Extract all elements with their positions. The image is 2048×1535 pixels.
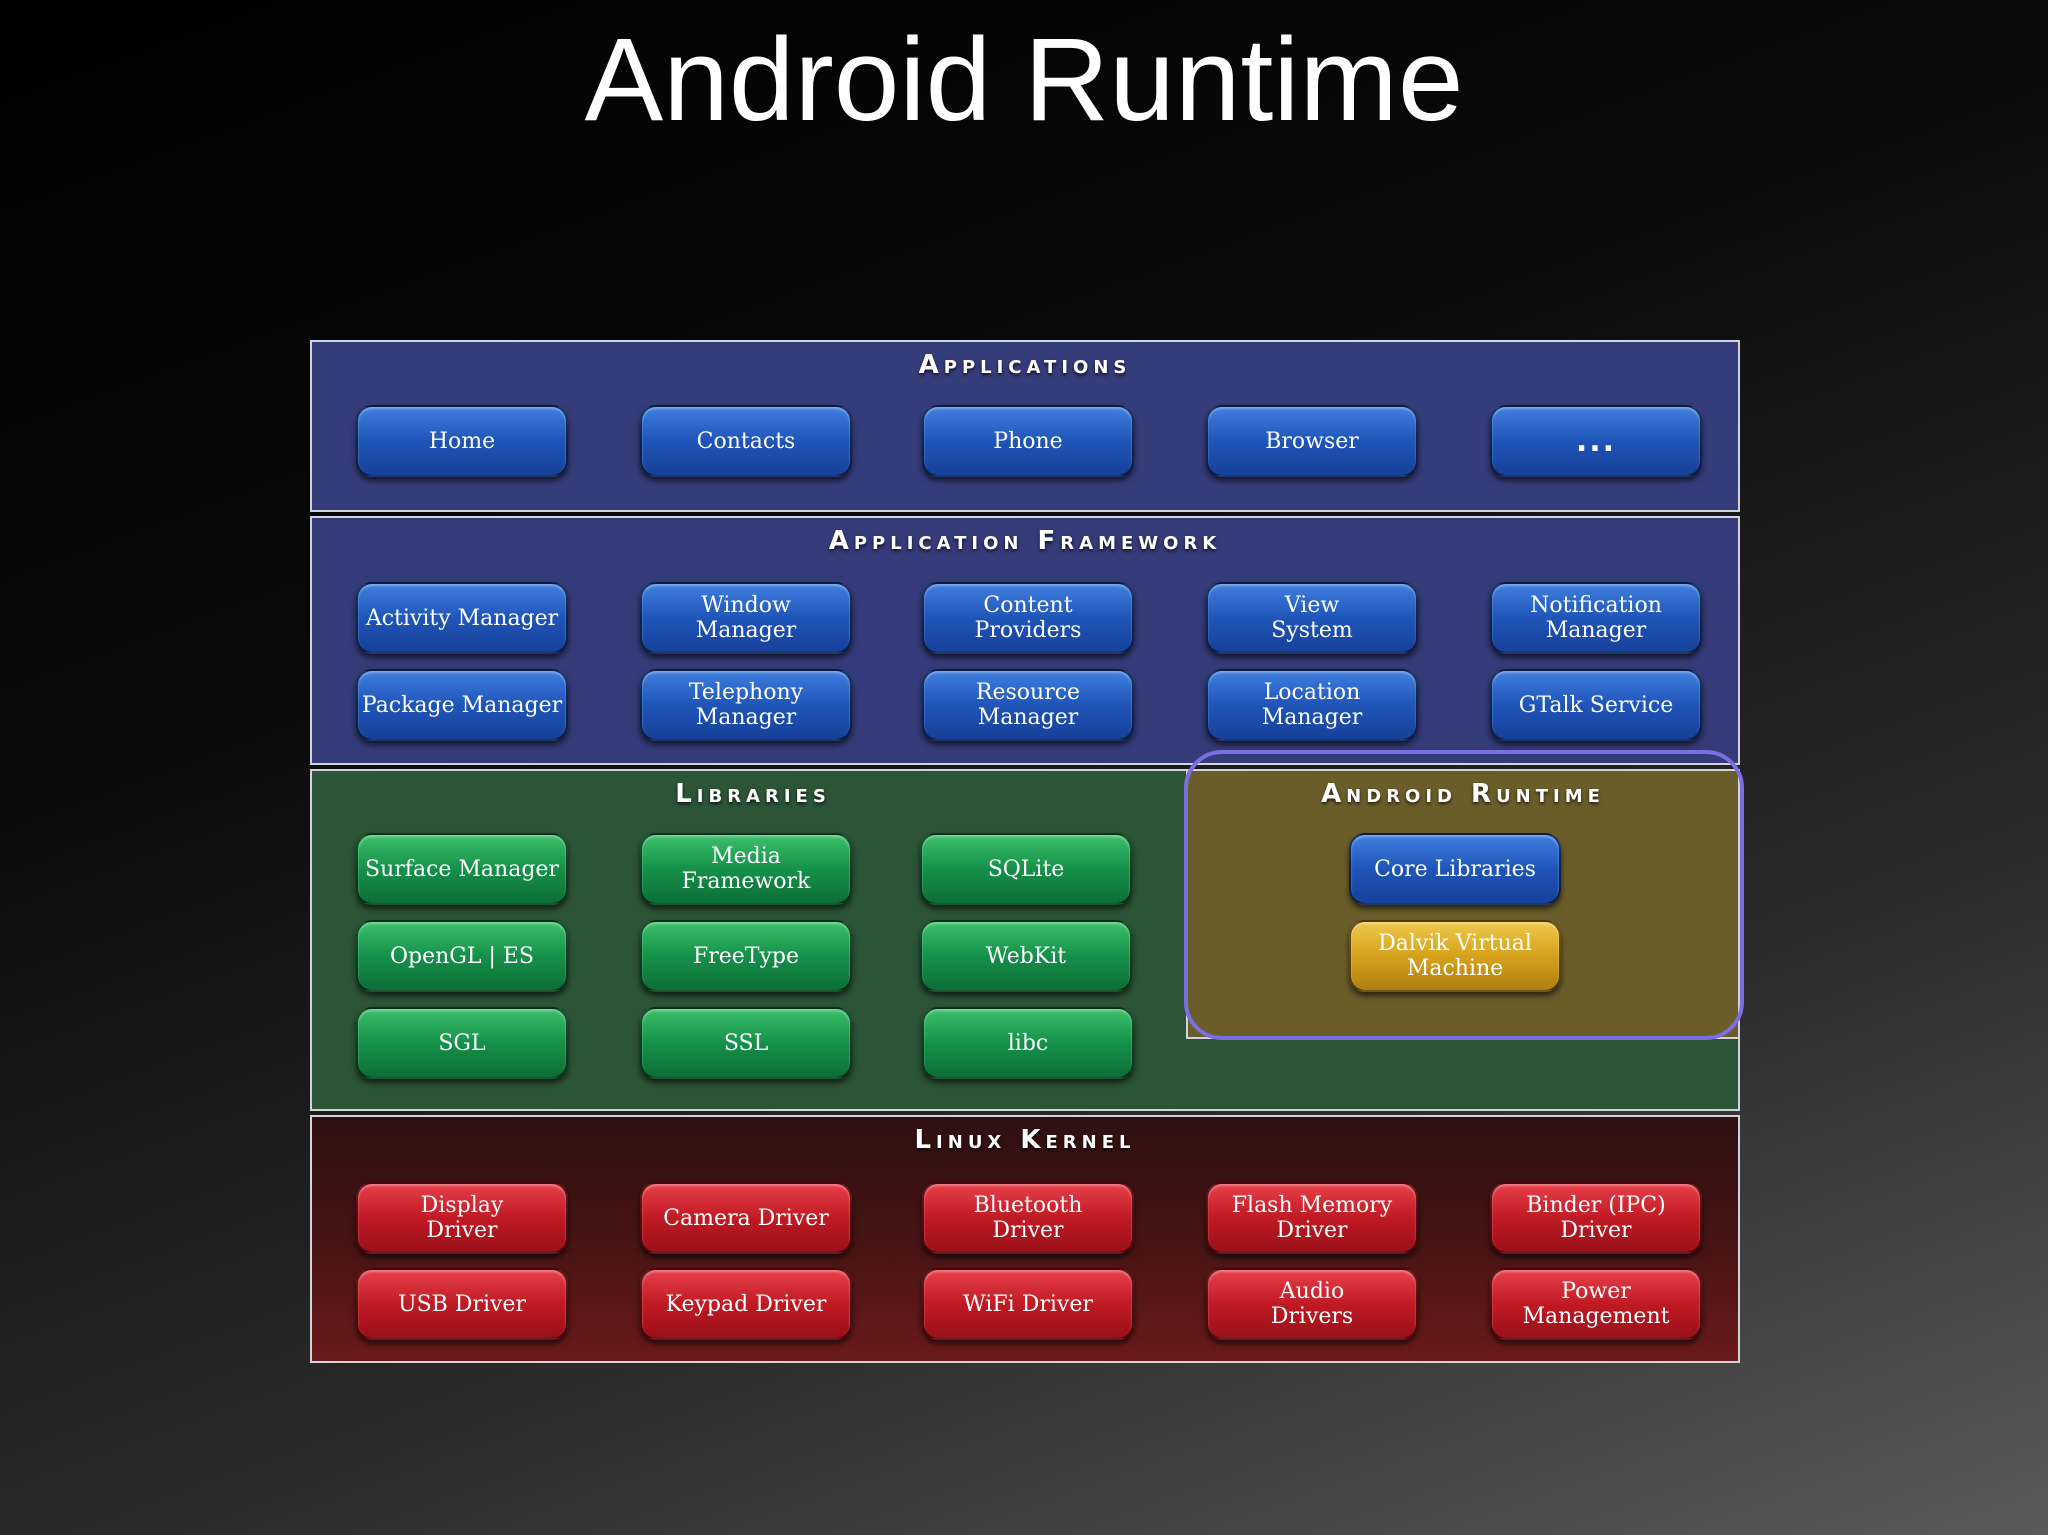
fw-package-manager-box: Package Manager (356, 669, 568, 741)
lib-freetype-box: FreeType (640, 920, 852, 992)
kernel-display-driver-box: Display Driver (356, 1182, 568, 1254)
slide-title: Android Runtime (584, 14, 1464, 146)
app-home-box: Home (356, 405, 568, 477)
android-runtime-layer-title: Android Runtime (1321, 779, 1605, 809)
rt-dalvik-vm-box: Dalvik Virtual Machine (1349, 920, 1561, 992)
kernel-binder-ipc-driver-box: Binder (IPC) Driver (1490, 1182, 1702, 1254)
lib-media-framework-box: Media Framework (640, 833, 852, 905)
kernel-camera-driver-box: Camera Driver (640, 1182, 852, 1254)
lib-webkit-box: WebKit (920, 920, 1132, 992)
kernel-keypad-driver-box: Keypad Driver (640, 1268, 852, 1340)
fw-resource-manager-box: Resource Manager (922, 669, 1134, 741)
kernel-flash-memory-driver-box: Flash Memory Driver (1206, 1182, 1418, 1254)
fw-window-manager-box: Window Manager (640, 582, 852, 654)
app-contacts-box: Contacts (640, 405, 852, 477)
lib-opengl-es-box: OpenGL | ES (356, 920, 568, 992)
lib-sgl-box: SGL (356, 1007, 568, 1079)
lib-sqlite-box: SQLite (920, 833, 1132, 905)
lib-ssl-box: SSL (640, 1007, 852, 1079)
fw-content-providers-box: Content Providers (922, 582, 1134, 654)
libraries-layer-title: Libraries (675, 779, 831, 809)
fw-location-manager-box: Location Manager (1206, 669, 1418, 741)
lib-libc-box: libc (922, 1007, 1134, 1079)
kernel-wifi-driver-box: WiFi Driver (922, 1268, 1134, 1340)
fw-gtalk-service-box: GTalk Service (1490, 669, 1702, 741)
app-phone-box: Phone (922, 405, 1134, 477)
app-browser-box: Browser (1206, 405, 1418, 477)
fw-telephony-manager-box: Telephony Manager (640, 669, 852, 741)
app-more-box: ... (1490, 405, 1702, 477)
application-framework-layer-title: Application Framework (828, 526, 1222, 556)
kernel-usb-driver-box: USB Driver (356, 1268, 568, 1340)
linux-kernel-layer-title: Linux Kernel (914, 1125, 1136, 1155)
rt-core-libraries-box: Core Libraries (1349, 833, 1561, 905)
kernel-bluetooth-driver-box: Bluetooth Driver (922, 1182, 1134, 1254)
lib-surface-manager-box: Surface Manager (356, 833, 568, 905)
kernel-power-management-box: Power Management (1490, 1268, 1702, 1340)
fw-activity-manager-box: Activity Manager (356, 582, 568, 654)
fw-view-system-box: View System (1206, 582, 1418, 654)
applications-layer-title: Applications (918, 350, 1132, 380)
fw-notification-manager-box: Notification Manager (1490, 582, 1702, 654)
kernel-audio-drivers-box: Audio Drivers (1206, 1268, 1418, 1340)
